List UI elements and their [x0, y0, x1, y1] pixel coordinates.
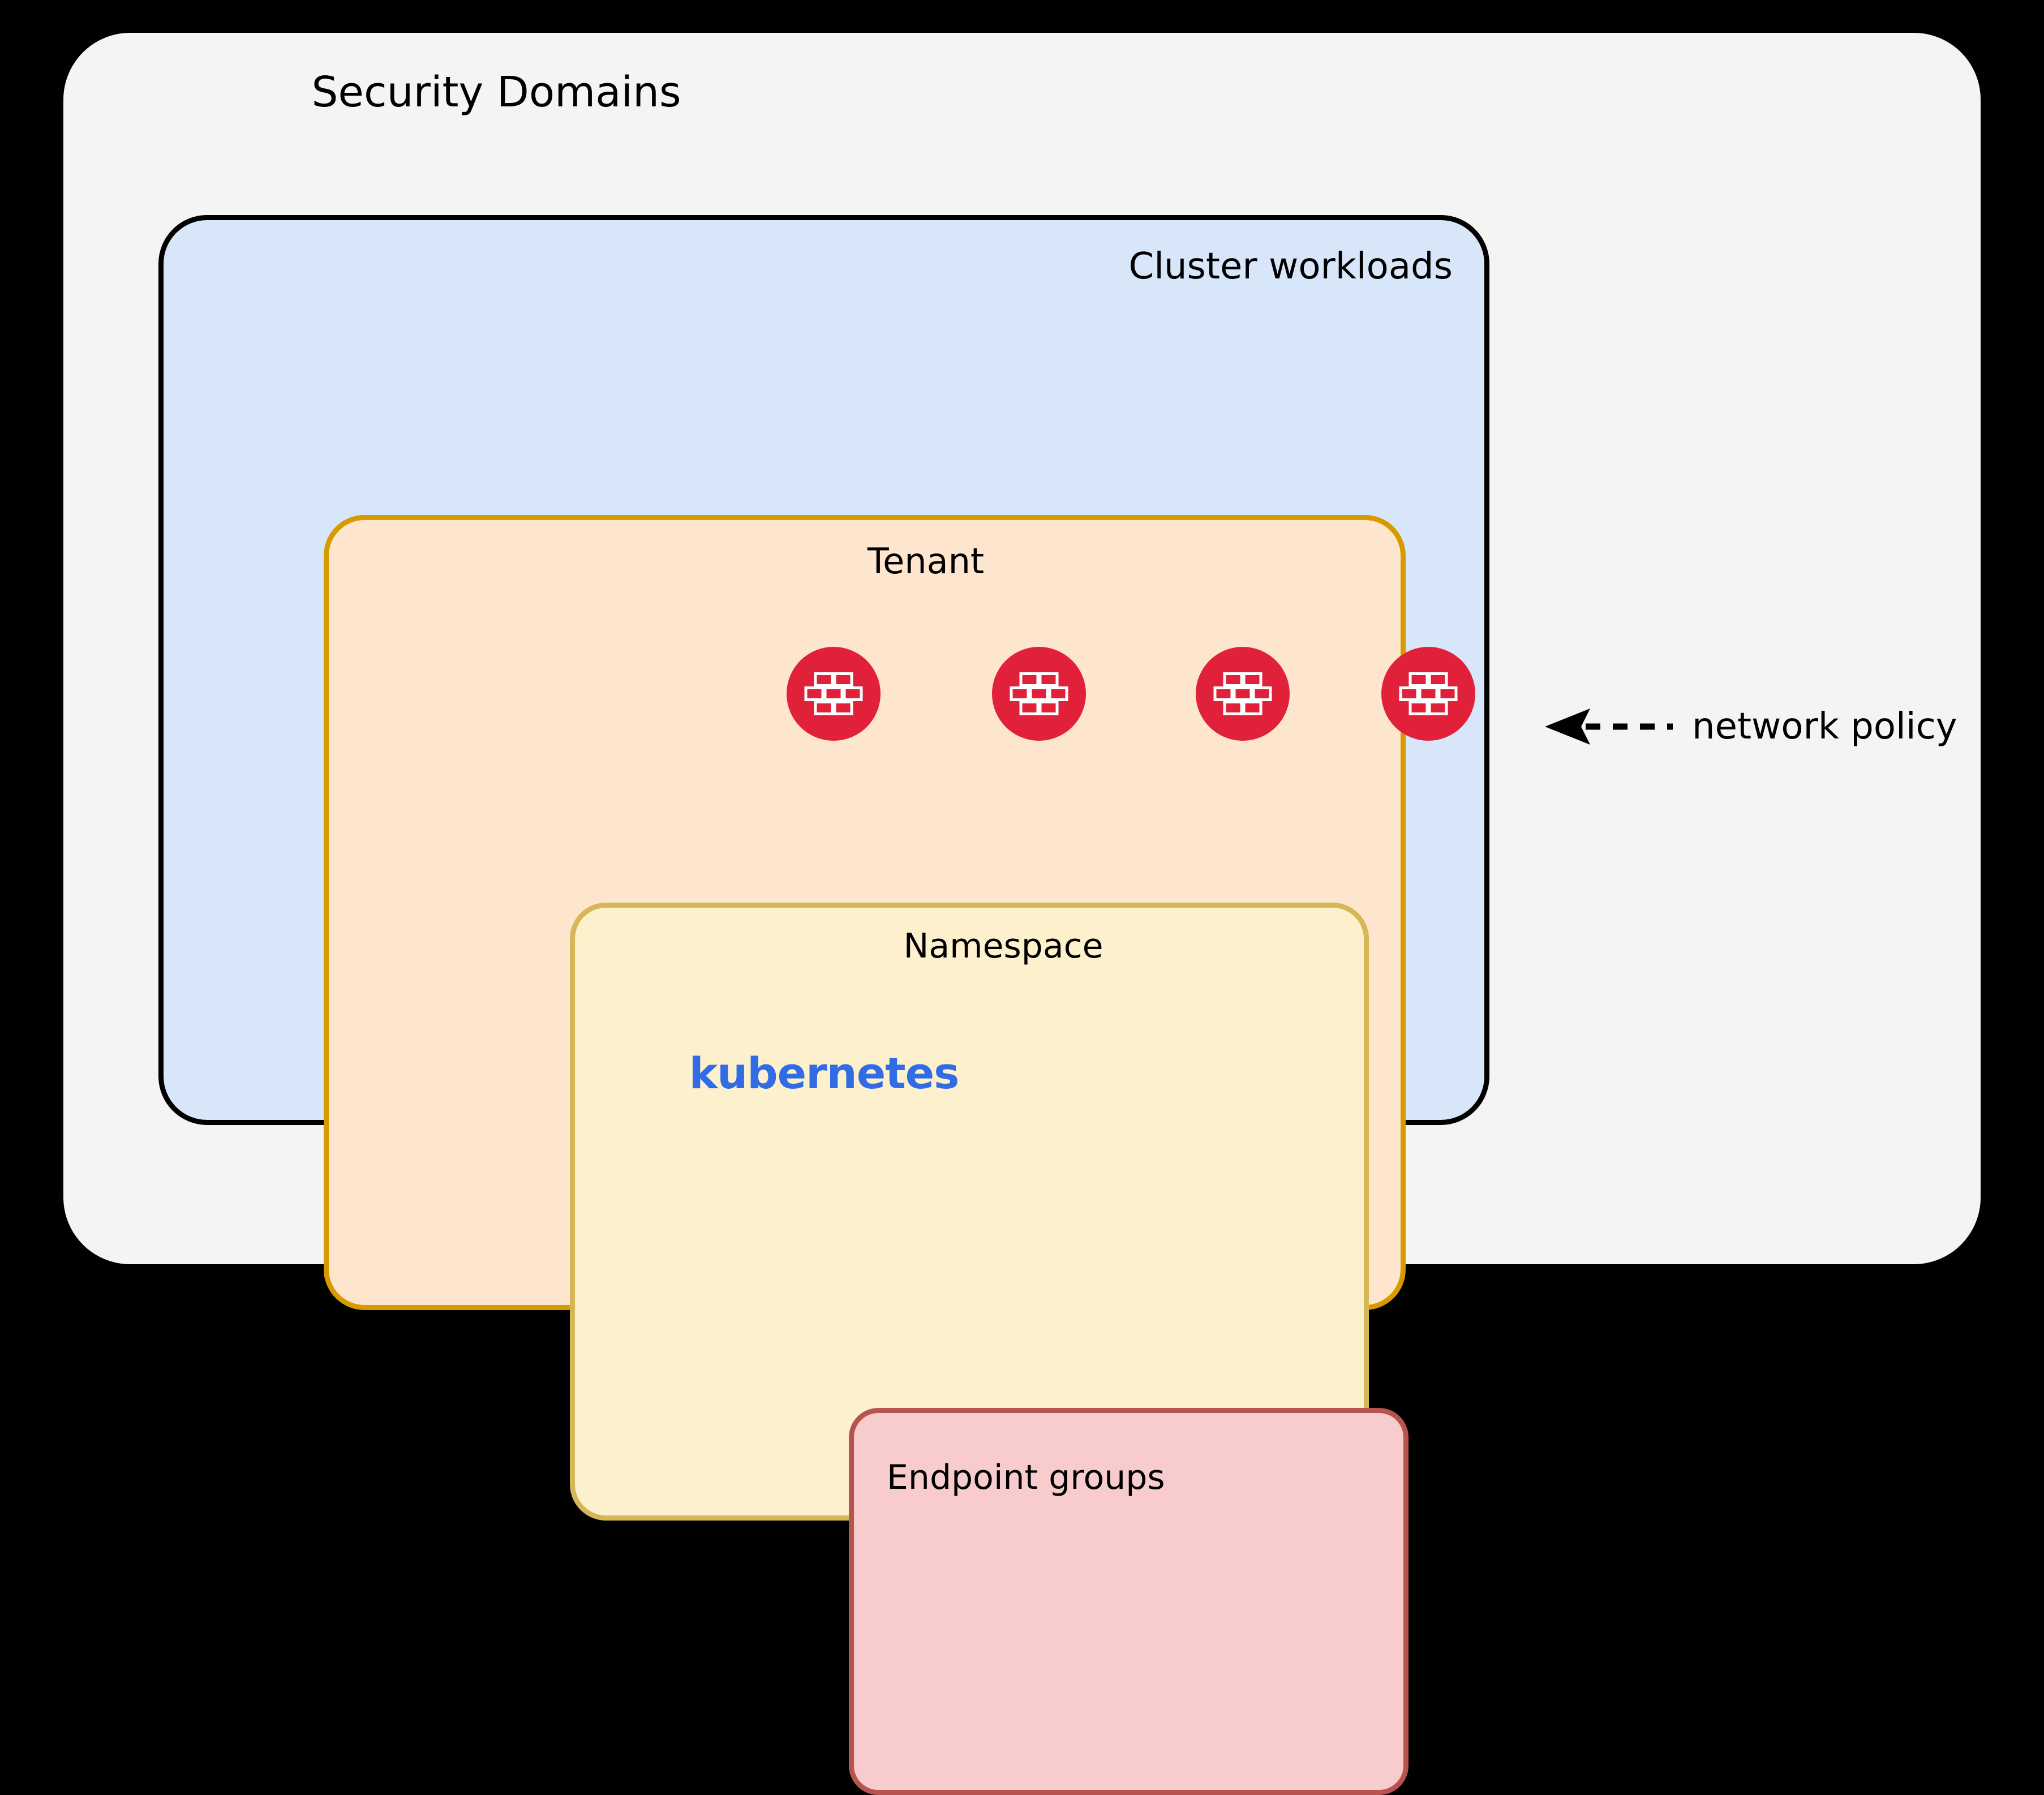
firewall-brick-wall-icon [1399, 672, 1458, 715]
firewall-brick-wall-icon [804, 672, 863, 715]
layer-label-tenant: Tenant [867, 540, 985, 582]
security-domains-panel: Security Domains Cluster workloads Tenan… [63, 33, 1981, 1795]
layer-endpoint-groups: Endpoint groups [849, 1408, 1409, 1795]
network-policy-marker[interactable] [1381, 647, 1475, 741]
layer-label-endpoint-groups: Endpoint groups [887, 1458, 1165, 1497]
network-policy-marker[interactable] [1196, 647, 1290, 741]
page-title: Security Domains [311, 68, 681, 117]
layer-tenant: Tenant Namespace Endpoint groups [324, 515, 1409, 1795]
layer-namespace: Namespace Endpoint groups [570, 903, 1409, 1795]
layer-label-cluster-workloads: Cluster workloads [1128, 246, 1453, 287]
diagram-root: Security Domains Cluster workloads Tenan… [63, 33, 1981, 1795]
network-policy-marker[interactable] [787, 647, 881, 741]
dashed-arrow-left-icon [1545, 708, 1673, 745]
kubernetes-wordmark: kubernetes [689, 1048, 960, 1098]
layer-label-namespace: Namespace [903, 926, 1103, 966]
network-policy-annotation: network policy [1541, 699, 2044, 756]
firewall-brick-wall-icon [1213, 672, 1272, 715]
network-policy-label: network policy [1692, 706, 1957, 748]
firewall-brick-wall-icon [1010, 672, 1068, 715]
network-policy-marker[interactable] [992, 647, 1086, 741]
